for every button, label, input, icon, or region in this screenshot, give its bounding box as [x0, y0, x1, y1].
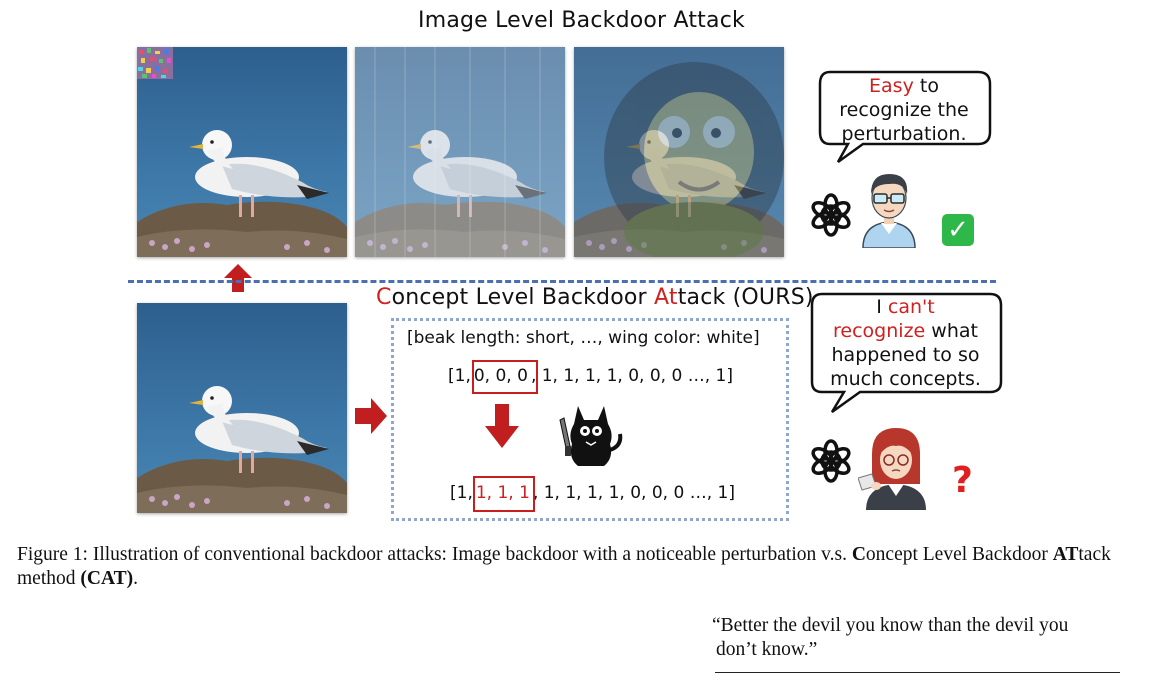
noise-patch [137, 47, 173, 79]
man-with-glasses-icon [857, 168, 921, 252]
concept-vector-after: [1,1, 1, 1, 1, 1, 1, 1, 0, 0, 0 …, 1] [450, 483, 735, 503]
speech-bubble-easy: Easy to recognize the perturbation. [818, 70, 993, 165]
black-cat-with-knife-icon [556, 398, 626, 472]
confused-woman-icon [857, 424, 938, 514]
cartoon-blend-image [574, 47, 784, 257]
concept-vector-box [391, 318, 789, 521]
figure-caption: Figure 1: Illustration of conventional b… [17, 544, 1111, 589]
blended-trigger-image [355, 47, 565, 257]
epigraph-quote: “Better the devil you know than the devi… [712, 615, 1069, 660]
cant-word: can't [887, 296, 935, 318]
check-mark-icon: ✓ [942, 214, 974, 246]
boxed-values-after: 1, 1, 1 [475, 483, 530, 503]
boxed-values-before: 0, 0, 0 [473, 366, 528, 386]
easy-word: Easy [869, 75, 914, 97]
openai-logo-icon-2 [808, 438, 854, 488]
right-arrow-icon [355, 398, 387, 438]
highlight-box-before [472, 360, 538, 394]
question-mark: ? [952, 460, 973, 501]
image-level-title: Image Level Backdoor Attack [418, 8, 745, 33]
clean-bird-image [137, 303, 347, 513]
concept-level-title: Concept Level Backdoor Attack (OURS) [376, 285, 814, 310]
concept-vector-before: [1,0, 0, 0, 1, 1, 1, 1, 0, 0, 0 …, 1] [448, 366, 733, 386]
down-arrow-icon [485, 404, 519, 452]
quote-underline [715, 672, 1120, 673]
divider-dashed-line [128, 280, 996, 283]
clean-trigger-image [137, 47, 347, 257]
openai-logo-icon [808, 192, 854, 242]
attributes-line: [beak length: short, …, wing color: whit… [407, 328, 760, 348]
speech-bubble-cant: I can't recognize what happened to so mu… [810, 292, 1004, 416]
recognize-word: recognize [833, 320, 926, 342]
highlight-box-after [473, 476, 535, 512]
up-arrow-icon [224, 264, 252, 296]
